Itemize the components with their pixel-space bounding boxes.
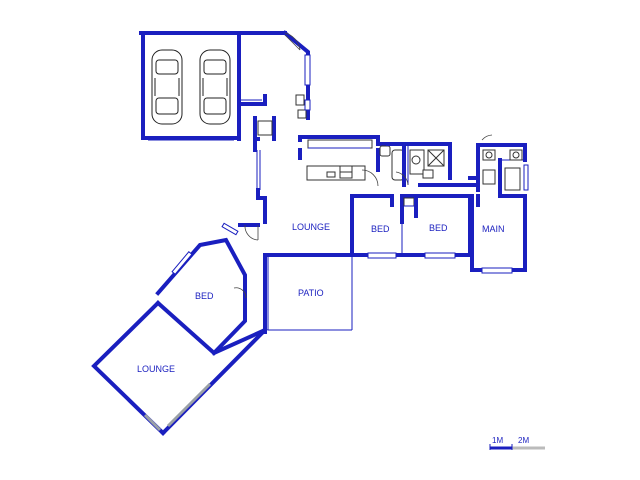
west-lounge [91, 300, 268, 436]
utility-area [237, 30, 311, 120]
label-bed-west: BED [195, 291, 214, 301]
room-labels: LOUNGE BED BED MAIN PATIO BED LOUNGE [137, 222, 505, 374]
passage [253, 116, 276, 200]
label-bed-2: BED [429, 223, 448, 233]
garage [139, 31, 287, 141]
scale-label-1m: 1M [492, 436, 503, 445]
label-lounge-main: LOUNGE [292, 222, 330, 232]
patio [263, 253, 353, 332]
bathroom-centre [376, 135, 480, 187]
scale-bar: 1M 2M [489, 436, 545, 450]
label-main: MAIN [482, 224, 505, 234]
label-bed-1: BED [371, 224, 390, 234]
car-left [151, 49, 183, 125]
scale-label-2m: 2M [518, 436, 529, 445]
bathroom-main [468, 134, 529, 207]
main-bedroom [470, 194, 527, 274]
label-lounge-west: LOUNGE [137, 364, 175, 374]
car-right [199, 49, 231, 125]
kitchen [298, 135, 380, 187]
bedrooms [350, 194, 472, 259]
central-lounge [238, 196, 354, 257]
label-patio: PATIO [298, 288, 324, 298]
west-bedroom [155, 222, 247, 356]
